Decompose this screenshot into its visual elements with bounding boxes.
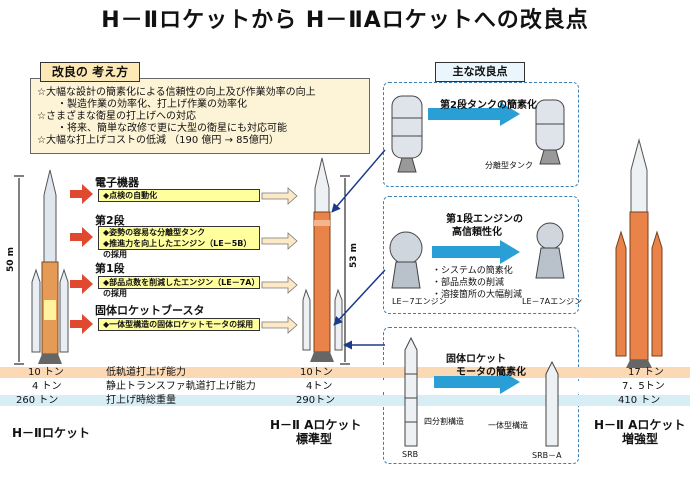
panel2-bullet: ・溶接箇所の大幅削減 (432, 290, 523, 300)
box-arrows (261, 187, 298, 334)
item-text: ◆推進力を向上したエンジン（LE－5B）の採用 (103, 239, 252, 259)
item-text: ◆姿勢の容易な分離型タンク (103, 228, 206, 237)
panel2-bullet: ・システムの簡素化 (432, 266, 513, 276)
panel2-bullet: ・部品点数の削減 (432, 278, 505, 288)
perf-label: 打上げ時総重量 (106, 395, 176, 406)
category-electronics: 電子機器 (95, 176, 139, 189)
panel1-title: 第2段タンクの簡素化 (440, 100, 537, 111)
perf-std-value: 290トン (296, 395, 336, 406)
panel2-drawings (389, 222, 565, 289)
perf-label: 低軌道打上げ能力 (106, 367, 186, 378)
concept-line: ・将来、簡単な改修で更に大型の衛星にも対応可能 (57, 123, 287, 134)
h2a-height-label: 53 m (349, 242, 359, 268)
perf-h2-value: 4 トン (32, 381, 62, 392)
main-points-tag: 主な改良点 (435, 62, 525, 82)
perf-aug-value: 410 トン (618, 395, 661, 406)
category-srb: 固体ロケットブースタ (95, 304, 205, 317)
concept-line: ☆さまざまな衛星の打上げへの対応 (37, 111, 196, 122)
perf-aug-value: 7．5トン (622, 381, 665, 392)
h2a-standard-rocket (302, 157, 350, 365)
panel3-srba-label: SRB－A (532, 451, 562, 460)
item-box: ◆点検の自動化 (98, 189, 260, 202)
panel3-left-caption: 四分割構造 (424, 417, 464, 426)
panel3-right-caption: 一体型構造 (488, 421, 528, 430)
concept-line: ・製造作業の効率化、打上げ作業の効率化 (57, 99, 247, 110)
h2a-augmented-rocket (615, 138, 663, 368)
h2-rocket (14, 169, 69, 365)
panel2-left-caption: LE－7エンジン (392, 297, 447, 306)
panel2-right-caption: LE－7Aエンジン (522, 297, 583, 306)
h2a-std-label-line2: 標準型 (296, 432, 333, 446)
item-box: ◆姿勢の容易な分離型タンク ◆推進力を向上したエンジン（LE－5B）の採用 (98, 226, 260, 259)
h2-height-label: 50 m (6, 246, 16, 272)
perf-std-value: 4トン (306, 381, 333, 392)
category-stage2: 第2段 (95, 214, 125, 227)
concept-box: ☆大幅な設計の簡素化による信頼性の向上及び作業効率の向上 ・製造作業の効率化、打… (30, 78, 370, 154)
perf-h2-value: 260 トン (16, 395, 59, 406)
perf-std-value: 10トン (300, 367, 333, 378)
panel2-title-line2: 高信頼性化 (452, 227, 502, 238)
perf-stripe (0, 367, 690, 378)
panel-pointer-arrows (331, 149, 386, 350)
concept-line: ☆大幅な打上げコストの低減 （190 億円 → 85億円） (37, 135, 279, 146)
panel3-title-line2: モータの簡素化 (456, 367, 526, 378)
item-box: ◆一体型構造の固体ロケットモータの採用 (98, 318, 260, 331)
perf-h2-value: 10 トン (28, 367, 64, 378)
h2a-aug-label-line2: 増強型 (622, 432, 659, 446)
concept-line: ☆大幅な設計の簡素化による信頼性の向上及び作業効率の向上 (37, 87, 316, 98)
concept-tag: 改良の 考え方 (40, 62, 140, 82)
panel2-title-line1: 第1段エンジンの (446, 214, 523, 225)
perf-label: 静止トランスファ軌道打上げ能力 (106, 381, 256, 392)
h2a-aug-label-line1: H－Ⅱ Aロケット (594, 418, 686, 432)
panel3-drawings (404, 336, 559, 447)
perf-aug-value: 17 トン (628, 367, 664, 378)
panel1-drawings (391, 95, 565, 173)
page-title: H－Ⅱロケットから H－ⅡAロケットへの改良点 (101, 8, 589, 33)
panel3-srb-label: SRB (402, 450, 419, 459)
panel3-title-line1: 固体ロケット (446, 354, 506, 365)
item-box: ◆部品点数を削減したエンジン（LE－7A）の採用 (98, 276, 260, 298)
category-arrows (70, 184, 93, 334)
h2a-std-label-line1: H－Ⅱ Aロケット (270, 418, 362, 432)
perf-stripe (0, 395, 690, 406)
perf-stripe (0, 381, 690, 392)
category-stage1: 第1段 (95, 262, 125, 275)
h2-rocket-label: H－Ⅱロケット (12, 426, 90, 440)
panel1-caption: 分離型タンク (485, 161, 533, 170)
